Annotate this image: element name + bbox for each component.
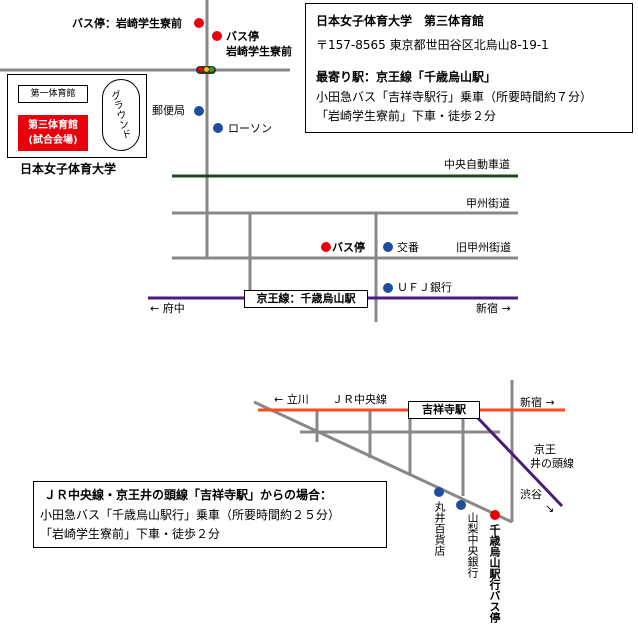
ufj-bank-marker [383, 283, 393, 293]
to-fuchu-label: ← 府中 [150, 302, 185, 315]
bus-stop-marker [194, 18, 204, 28]
info-route-2: 「岩崎学生寮前」下車・徒歩２分 [316, 109, 497, 123]
lawson-label: ローソン [228, 122, 272, 135]
chuo-expressway-label: 中央自動車道 [444, 158, 510, 171]
ground-label: グラウンド [107, 89, 132, 141]
chitose-karasuyama-station: 京王線：千歳烏山駅 [244, 290, 368, 308]
campus-area: 第一体育館 第三体育館 (試合会場) グラウンド [7, 74, 147, 158]
info-nearest-station: 最寄り駅：京王線「千歳烏山駅」 [316, 70, 497, 84]
keio-inokashira-line [474, 414, 564, 508]
bottom-map-lines [253, 380, 565, 524]
to-shibuya-label: 渋谷 [520, 488, 542, 501]
bus-stop-iwasaki-right-sub: 岩崎学生寮前 [226, 45, 292, 58]
diagonal-road [253, 400, 513, 524]
old-koshu-kaido-label: 旧甲州街道 [456, 241, 511, 254]
third-gym-label: 第三体育館 [28, 120, 78, 131]
post-office-marker [194, 106, 204, 116]
marui-marker [434, 487, 444, 497]
first-gym-box: 第一体育館 [18, 85, 88, 103]
shibuya-arrow-icon: ↘ [545, 502, 555, 515]
yamanashi-bank-label: 山梨中央銀行 [466, 512, 479, 578]
traffic-light-icon [196, 66, 216, 74]
kichijoji-station-label: 吉祥寺駅 [422, 403, 466, 416]
koshu-kaido-label: 甲州街道 [466, 197, 510, 210]
to-shinjuku-bottom-label: 新宿 → [520, 396, 555, 409]
kichijoji-info-title: ＪＲ中央線・京王井の頭線「吉祥寺駅」からの場合： [44, 488, 333, 502]
bus-stop-iwasaki-left-label: バス停：岩崎学生寮前 [72, 17, 182, 30]
university-label: 日本女子体育大学 [20, 162, 117, 176]
kichijoji-info-route-1: 小田急バス「千歳烏山駅行」乗車（所要時間約２５分） [40, 508, 341, 522]
bus-stop-marker [321, 242, 331, 252]
third-gym-note: (試合会場) [28, 135, 78, 146]
keio-label: 京王 [534, 443, 556, 456]
kichijoji-station: 吉祥寺駅 [408, 401, 480, 419]
kichijoji-info-route-2: 「岩崎学生寮前」下車・徒歩２分 [40, 527, 221, 541]
bus-stop-marker [212, 31, 222, 41]
post-office-label: 郵便局 [152, 104, 185, 117]
ground-area: グラウンド [102, 79, 140, 151]
police-box-marker [383, 242, 393, 252]
chitose-bus-stop-label: 千歳烏山駅行バス停 [488, 524, 501, 623]
jr-chuo-line-label: ＪＲ中央線 [332, 393, 387, 406]
inokashira-line-label: 井の頭線 [530, 457, 574, 470]
lawson-marker [213, 123, 223, 133]
marui-label: 丸井百貨店 [433, 501, 446, 556]
bus-stop-label: バス停 [332, 241, 365, 254]
info-title: 日本女子体育大学 第三体育館 [316, 14, 485, 28]
bus-stop-iwasaki-right-label: バス停 [226, 30, 259, 43]
ufj-bank-label: ＵＦＪ銀行 [397, 281, 452, 294]
access-info-box: 日本女子体育大学 第三体育館 〒157-8565 東京都世田谷区北烏山8-19-… [305, 3, 633, 133]
kichijoji-info-box: ＪＲ中央線・京王井の頭線「吉祥寺駅」からの場合： 小田急バス「千歳烏山駅行」乗車… [33, 481, 387, 548]
police-box-label: 交番 [397, 241, 419, 254]
first-gym-label: 第一体育館 [30, 89, 76, 99]
station-label: 京王線：千歳烏山駅 [256, 292, 356, 305]
info-address: 〒157-8565 東京都世田谷区北烏山8-19-1 [316, 38, 549, 52]
info-route-1: 小田急バス「吉祥寺駅行」乗車（所要時間約７分） [316, 90, 593, 104]
yamanashi-bank-marker [456, 500, 466, 510]
third-gym-box: 第三体育館 (試合会場) [18, 115, 88, 151]
to-shinjuku-label: 新宿 → [476, 302, 511, 315]
chitose-bus-stop-marker [490, 510, 500, 520]
top-map-lines [0, 0, 518, 322]
to-tachikawa-label: ← 立川 [274, 393, 309, 406]
